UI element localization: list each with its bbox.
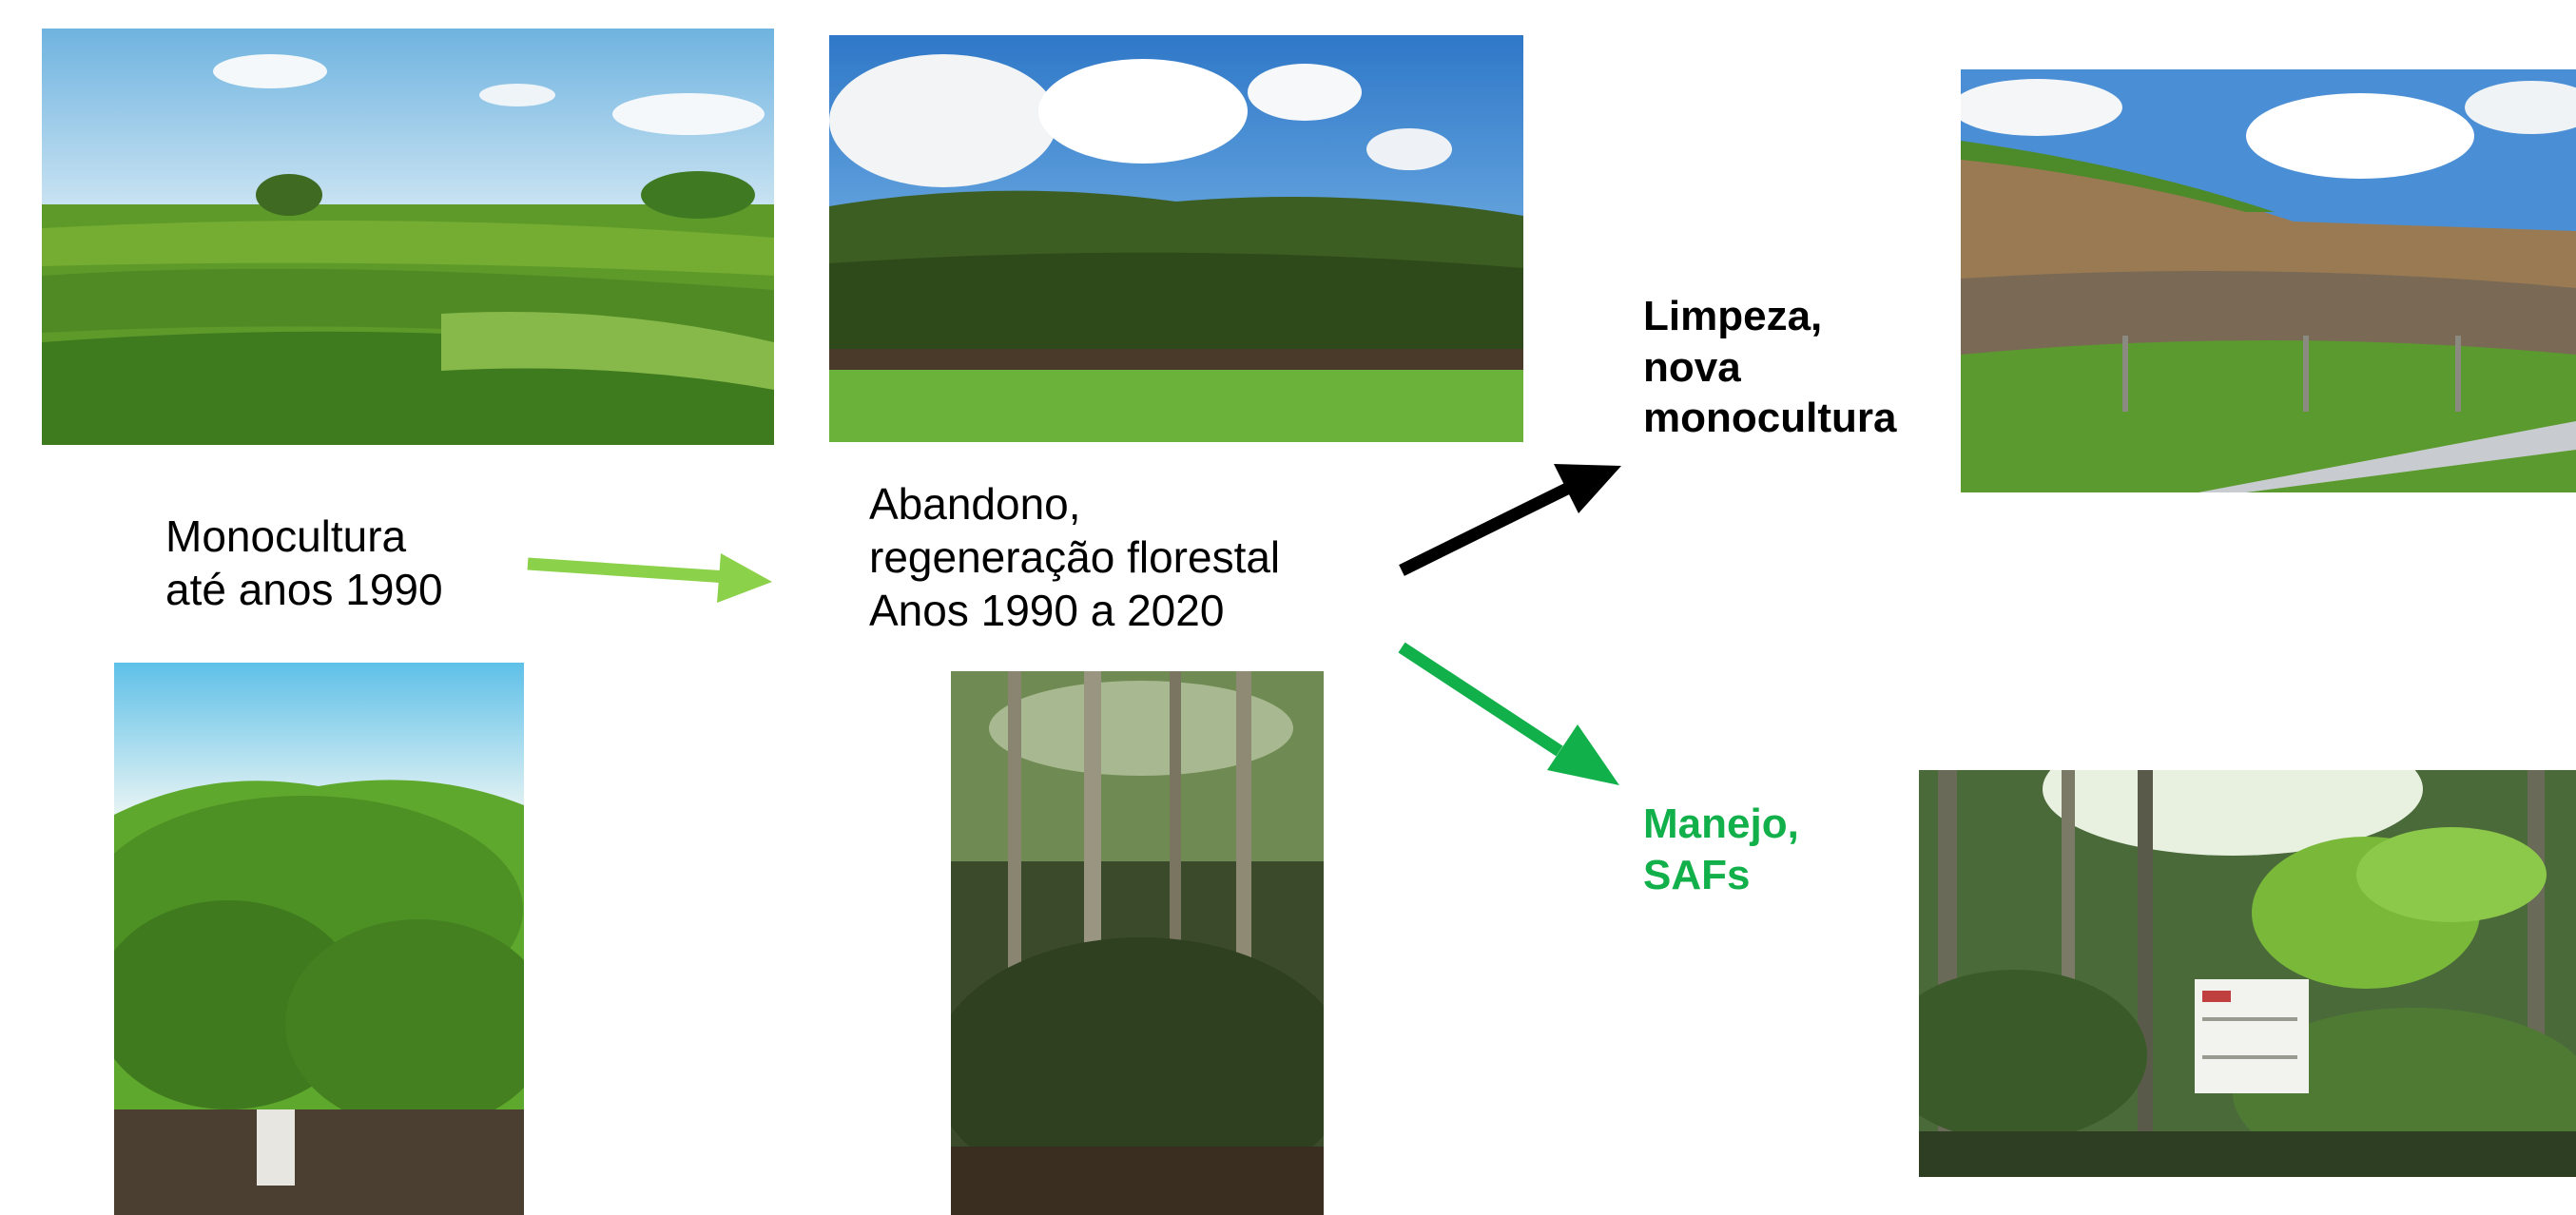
label-abandonment-line-2: regeneração florestal [869, 532, 1281, 583]
arrow-monoculture-to-abandonment [527, 553, 772, 603]
photo-cleared-land [1961, 69, 2576, 492]
label-monoculture-line-2: até anos 1990 [165, 565, 443, 615]
photo-forest-interior [951, 671, 1324, 1215]
label-abandonment: Abandono, regeneração florestal Anos 199… [869, 477, 1280, 637]
label-monoculture: Monocultura até anos 1990 [165, 510, 443, 616]
label-management-line-1: Manejo, [1643, 800, 1799, 847]
label-clearing-line-3: monocultura [1643, 395, 1897, 442]
photo-tea-bush [114, 663, 524, 1215]
label-management: Manejo, SAFs [1643, 799, 1799, 900]
arrow-to-clearing [1399, 464, 1621, 576]
label-management-line-2: SAFs [1643, 851, 1751, 898]
photo-regenerated-forest [829, 35, 1523, 442]
photo-agroforestry-system [1919, 770, 2576, 1177]
label-clearing-line-2: nova [1643, 343, 1741, 391]
label-abandonment-line-3: Anos 1990 a 2020 [869, 586, 1225, 636]
label-monoculture-line-1: Monocultura [165, 511, 407, 561]
label-clearing: Limpeza, nova monocultura [1643, 291, 1896, 444]
label-abandonment-line-1: Abandono, [869, 479, 1081, 529]
arrow-to-management [1398, 642, 1619, 785]
label-clearing-line-1: Limpeza, [1643, 293, 1823, 339]
photo-tea-plantation-landscape [42, 29, 774, 445]
